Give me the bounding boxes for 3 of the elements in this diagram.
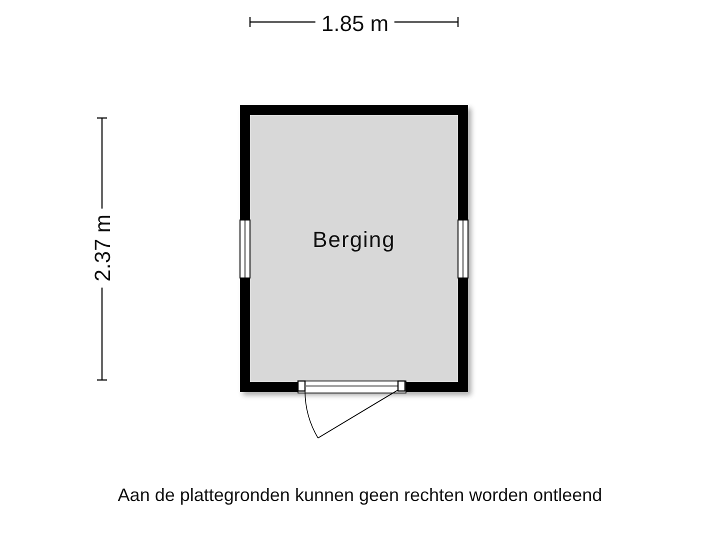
disclaimer-note: Aan de plattegronden kunnen geen rechten worden ontleend [116,485,604,506]
room-name: Berging [312,226,396,252]
room-floor [240,105,468,392]
